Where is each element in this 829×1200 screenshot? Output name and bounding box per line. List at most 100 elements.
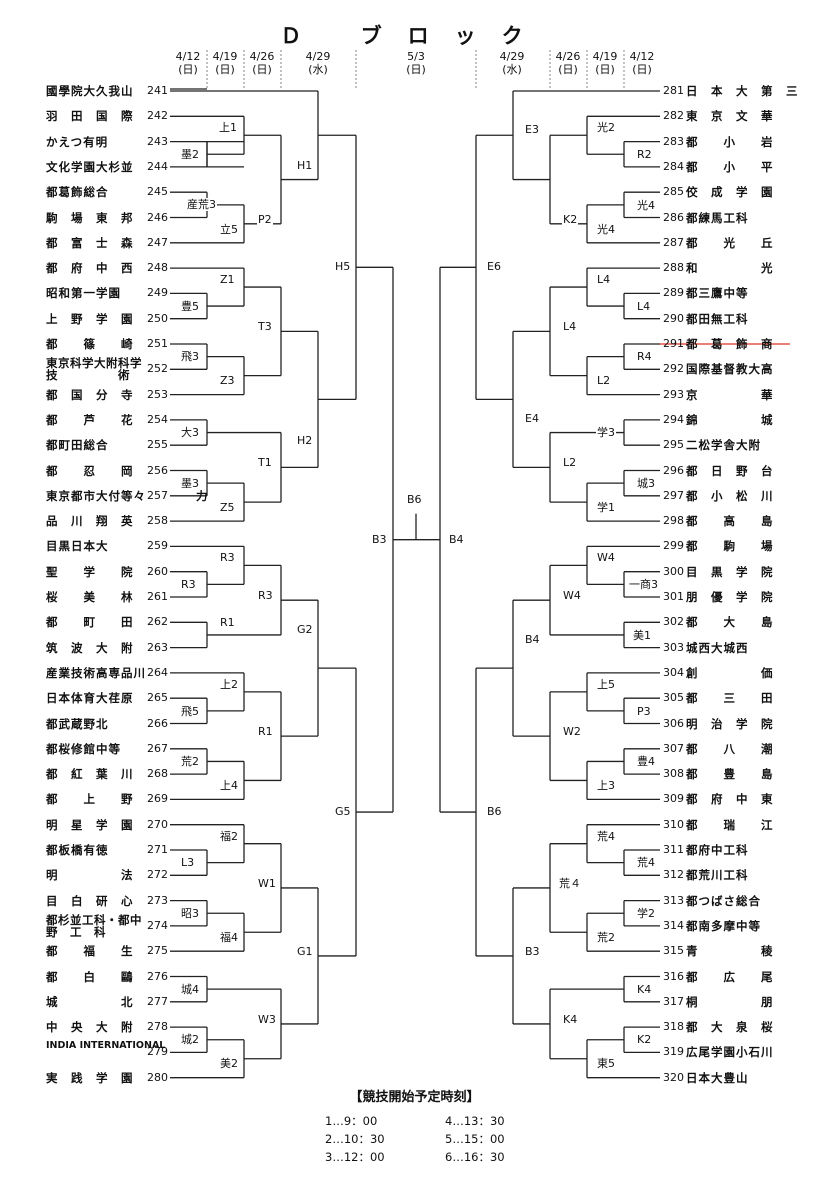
team-name-left: 羽 田 国 際: [46, 109, 134, 124]
match-label: 光2: [596, 121, 616, 135]
match-label: 上3: [596, 779, 616, 793]
team-name-left: 産業技術高専品川: [46, 665, 146, 680]
team-number-left: 261: [147, 590, 168, 603]
match-label: 荒2: [596, 930, 616, 944]
team-name-left: 実 践 学 園: [46, 1070, 134, 1085]
team-number-left: 271: [147, 843, 168, 856]
schedule-item-1: 1…9：00: [325, 1114, 378, 1128]
date-col-left-4: 5/3(日): [391, 50, 441, 76]
match-label: B3: [524, 944, 541, 958]
date-col-right-0: 4/29(水): [487, 50, 537, 76]
match-label: R3: [180, 578, 197, 591]
team-name-left: 都桜修館中等: [46, 741, 121, 756]
match-label: R2: [636, 147, 653, 161]
team-name-right: 都 大 泉 桜: [686, 1020, 774, 1035]
match-label: K2: [562, 212, 579, 226]
team-name-right: 都 光 丘: [686, 235, 774, 250]
match-label: 荒４: [558, 876, 582, 890]
date-col-right-1: 4/26(日): [543, 50, 593, 76]
match-label: R3: [219, 551, 236, 565]
team-name-right: 二松学舎大附: [686, 438, 761, 453]
team-number-left: 247: [147, 235, 168, 249]
team-number-right: 284: [663, 159, 684, 173]
match-label: L4: [596, 273, 612, 287]
match-label: 城3: [636, 476, 656, 490]
team-number-left: 262: [147, 615, 168, 629]
team-name-left: 桜 美 林: [46, 590, 134, 604]
match-label: W3: [257, 1012, 277, 1026]
date-col-left-0: 4/12(日): [163, 50, 213, 76]
team-name-left: 目黒日本大: [46, 539, 109, 554]
team-number-right: 294: [663, 412, 684, 426]
team-name-left: 都 富 士 森: [46, 235, 134, 250]
team-name-right: 明 治 学 院: [686, 716, 774, 731]
team-name-right: 京 華: [686, 387, 774, 402]
match-label: H5: [334, 260, 352, 274]
team-number-right: 311: [663, 843, 684, 856]
team-number-left: 241: [147, 84, 168, 97]
team-name-right: 都 葛 飾 商: [686, 337, 774, 351]
team-number-left: 265: [147, 691, 168, 705]
team-number-right: 312: [663, 868, 684, 882]
block-title: Ｄ ブロック: [280, 24, 549, 48]
team-number-left: 264: [147, 665, 168, 679]
match-label: W4: [596, 551, 616, 565]
weekday-text: (水): [308, 63, 328, 76]
team-name-right: 都 大 島: [686, 615, 774, 630]
weekday-text: (日): [595, 63, 615, 76]
team-number-left: 267: [147, 741, 168, 755]
team-number-left: 248: [147, 261, 168, 275]
team-number-right: 303: [663, 640, 684, 654]
match-label: R1: [219, 615, 236, 629]
team-name-right: 都三鷹中等: [686, 286, 749, 301]
team-name-right: 都 広 尾: [686, 969, 774, 984]
team-name-right: 和 光: [686, 261, 774, 276]
team-name-right: 都 小 平: [686, 159, 774, 174]
team-number-right: 296: [663, 463, 684, 477]
team-name-left: 都 白 鷗: [46, 969, 134, 984]
team-number-right: 299: [663, 539, 684, 553]
weekday-text: (日): [178, 63, 198, 76]
match-label: R1: [257, 725, 274, 739]
team-number-right: 308: [663, 767, 684, 781]
team-number-left: 277: [147, 994, 168, 1008]
team-number-right: 309: [663, 792, 684, 806]
match-label: W1: [257, 876, 277, 890]
team-name-right: 広尾学園小石川: [686, 1045, 774, 1060]
team-number-right: 290: [663, 311, 684, 325]
team-number-left: 245: [147, 185, 168, 199]
team-number-left: 246: [147, 210, 168, 224]
team-number-right: 286: [663, 210, 684, 224]
team-number-right: 292: [663, 362, 684, 376]
team-number-left: 266: [147, 716, 168, 730]
schedule-item-3: 3…12：00: [325, 1150, 385, 1164]
date-col-left-3: 4/29(水): [293, 50, 343, 76]
match-label: P3: [636, 704, 652, 718]
team-number-right: 283: [663, 134, 684, 148]
match-label: 上2: [219, 677, 239, 691]
date-col-right-2: 4/19(日): [580, 50, 630, 76]
match-label: Z1: [219, 273, 236, 287]
match-label: 豊5: [180, 299, 200, 313]
schedule-item-4: 4…13：30: [445, 1114, 505, 1128]
team-number-right: 288: [663, 261, 684, 275]
team-name-left: 文化学園大杉並: [46, 159, 134, 174]
team-name-left: INDIA INTERNATIONAL: [46, 1040, 166, 1052]
match-label: E4: [524, 412, 540, 426]
weekday-text: (日): [215, 63, 235, 76]
match-label: K2: [636, 1033, 653, 1047]
team-number-left: 272: [147, 868, 168, 882]
date-text: 4/26: [555, 50, 581, 63]
match-label: 荒4: [636, 856, 656, 870]
match-label: B6: [406, 492, 423, 506]
match-label: E6: [486, 260, 502, 274]
team-number-left: 251: [147, 337, 168, 350]
team-name-left: かえつ有明: [46, 134, 109, 149]
match-label: 飛5: [180, 704, 200, 718]
match-label: 城2: [180, 1033, 200, 1047]
team-name-right: 佼 成 学 園: [686, 185, 774, 200]
weekday-text: (水): [502, 63, 522, 76]
team-number-left: 280: [147, 1070, 168, 1084]
